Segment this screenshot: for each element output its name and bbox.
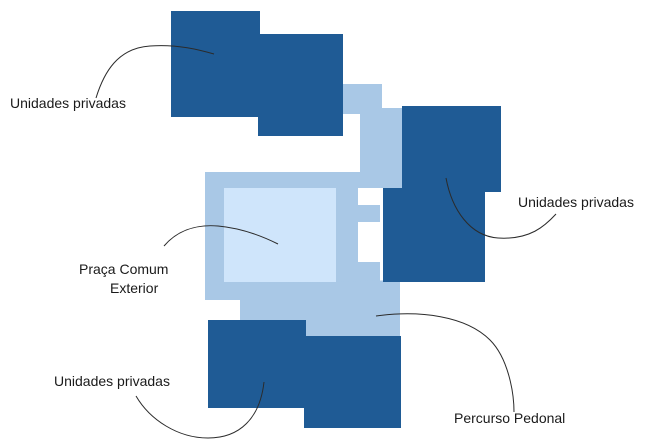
leader-line-common-square (163, 225, 279, 247)
private-units-right (383, 106, 501, 282)
leader-line-right (445, 177, 557, 239)
unit-block-bottom-left-b (304, 336, 401, 428)
path-segment-lower-walkway (205, 280, 400, 338)
leader-line-top-left (95, 45, 215, 99)
label-private-units-top-left: Unidades privadas (10, 95, 126, 111)
label-private-units-bottom-left: Unidades privadas (54, 373, 170, 389)
private-units-top-left (171, 11, 343, 136)
unit-block-top-left-a (171, 11, 260, 117)
leader-line-pedestrian-path (375, 313, 515, 413)
unit-block-right-b (383, 188, 485, 282)
private-units-bottom-left (208, 320, 401, 428)
label-common-square-line1: Praça Comum (79, 261, 168, 277)
unit-block-top-left-b (258, 34, 343, 136)
label-private-units-right: Unidades privadas (518, 194, 634, 210)
unit-block-right-a (402, 106, 501, 192)
leader-line-bottom-left (135, 381, 265, 439)
label-pedestrian-path: Percurso Pedonal (454, 410, 565, 426)
common-square-area (224, 188, 336, 282)
unit-block-bottom-left-a (208, 320, 306, 408)
label-common-square-line2: Exterior (110, 280, 159, 296)
